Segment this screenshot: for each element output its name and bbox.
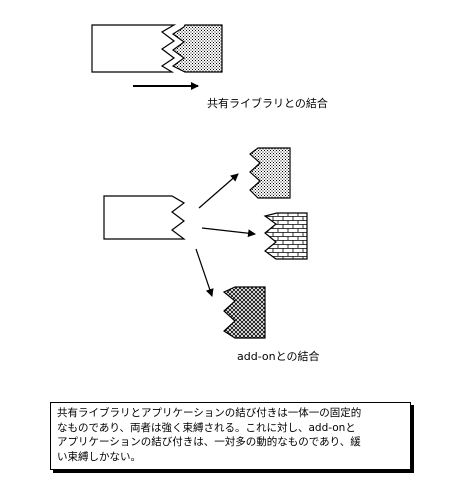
addon-block-crosshatch: [222, 286, 266, 339]
shared-library-binding: 共有ライブラリとの結合: [91, 24, 328, 110]
application-block-bottom: [103, 195, 186, 240]
arrow-to-brick: [201, 227, 256, 238]
addon-block-dots: [249, 147, 291, 199]
caption-text: 共有ライブラリとアプリケーションの結び付きは一体一の固定的 なものであり、両者は…: [57, 407, 362, 463]
shared-library-label: 共有ライブラリとの結合: [207, 96, 328, 110]
application-block-top: [91, 24, 177, 73]
arrow-to-dots: [198, 173, 239, 209]
addon-label: add-onとの結合: [237, 349, 319, 363]
addon-block-brick: [263, 212, 308, 260]
addon-binding: add-onとの結合: [103, 147, 319, 363]
caption-box: 共有ライブラリとアプリケーションの結び付きは一体一の固定的 なものであり、両者は…: [50, 402, 411, 470]
shared-library-block: [171, 24, 223, 73]
arrow-to-crosshatch: [195, 248, 214, 297]
